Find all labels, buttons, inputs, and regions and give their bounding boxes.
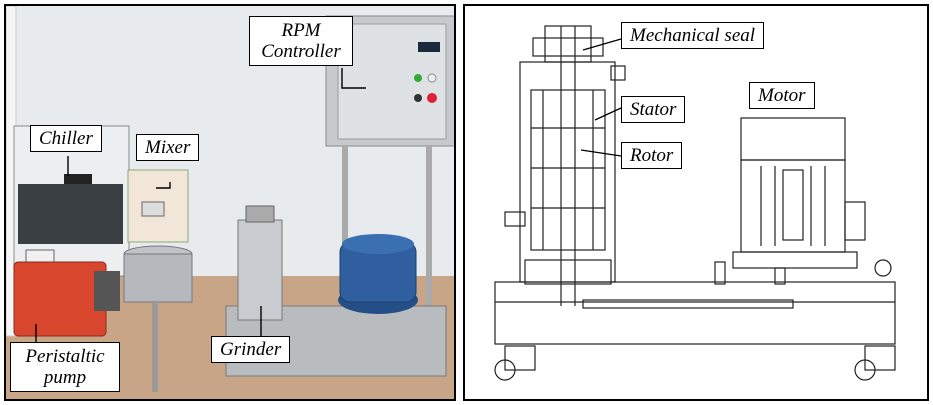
grinder-head	[245, 205, 275, 223]
label-motor: Motor	[749, 82, 815, 109]
label-rpm-controller: RPM Controller	[249, 16, 353, 66]
stator-block	[530, 89, 606, 251]
mixer	[123, 169, 193, 392]
rpm-controller-cabinet	[325, 15, 454, 316]
motor-shaft-end	[844, 201, 866, 241]
leader-mixer	[156, 182, 171, 189]
mixer-display	[141, 201, 165, 217]
label-peristaltic-pump: Peristaltic pump	[10, 342, 120, 392]
motor-cover	[740, 117, 846, 161]
bearing-block	[524, 259, 612, 285]
white-button	[427, 73, 437, 83]
motor-terminal-box	[782, 169, 804, 241]
outlet-port	[610, 65, 626, 81]
label-mechanical-seal: Mechanical seal	[621, 22, 765, 49]
pump-body	[13, 261, 107, 337]
housing-outline	[519, 61, 616, 283]
grinder-column	[237, 219, 283, 321]
base-frame	[494, 259, 896, 381]
drawing-leader-lines	[580, 38, 622, 157]
motor-body-outline	[740, 159, 846, 253]
inlet-port	[504, 211, 526, 227]
caster-wheel-right	[854, 359, 876, 381]
mixer-vessel	[123, 253, 193, 303]
black-button	[414, 94, 422, 102]
grinder-housing	[504, 25, 626, 306]
motor-drawing	[732, 117, 866, 269]
peristaltic-pump	[13, 249, 120, 337]
motor-mount	[732, 251, 858, 269]
caster-left	[504, 345, 536, 371]
seal-block	[544, 25, 592, 63]
label-grinder: Grinder	[211, 336, 291, 363]
display	[418, 42, 440, 52]
caster-wheel-left	[494, 359, 516, 381]
leader-stator	[594, 107, 622, 121]
photo-panel: RPM Controller Chiller Mixer Grinder Per…	[4, 4, 456, 401]
motor-top	[342, 234, 414, 254]
drawing-panel: Mechanical seal Stator Rotor Motor	[463, 4, 929, 401]
cabinet-leg	[426, 146, 432, 316]
chiller-display	[64, 174, 92, 184]
mixer-stand	[152, 302, 158, 392]
bolt-left	[714, 261, 726, 285]
leader-seal	[582, 38, 622, 51]
coupling-rail	[582, 299, 794, 309]
cabinet-leg	[342, 146, 348, 316]
label-stator: Stator	[621, 96, 686, 123]
label-mixer: Mixer	[136, 134, 200, 161]
label-chiller: Chiller	[30, 125, 102, 152]
caster-right	[864, 345, 896, 371]
seal-flange	[532, 37, 604, 57]
lifting-eye	[874, 259, 892, 277]
green-button	[414, 74, 422, 82]
photo-leader-lines	[35, 68, 366, 342]
technical-drawing	[494, 25, 896, 381]
leader-rpm	[341, 68, 366, 89]
base-outline	[494, 281, 896, 345]
pump-drive	[94, 271, 120, 311]
label-rotor: Rotor	[621, 142, 683, 169]
stop-button	[427, 93, 437, 103]
chiller-vent	[18, 184, 123, 244]
leader-rotor	[580, 149, 622, 157]
